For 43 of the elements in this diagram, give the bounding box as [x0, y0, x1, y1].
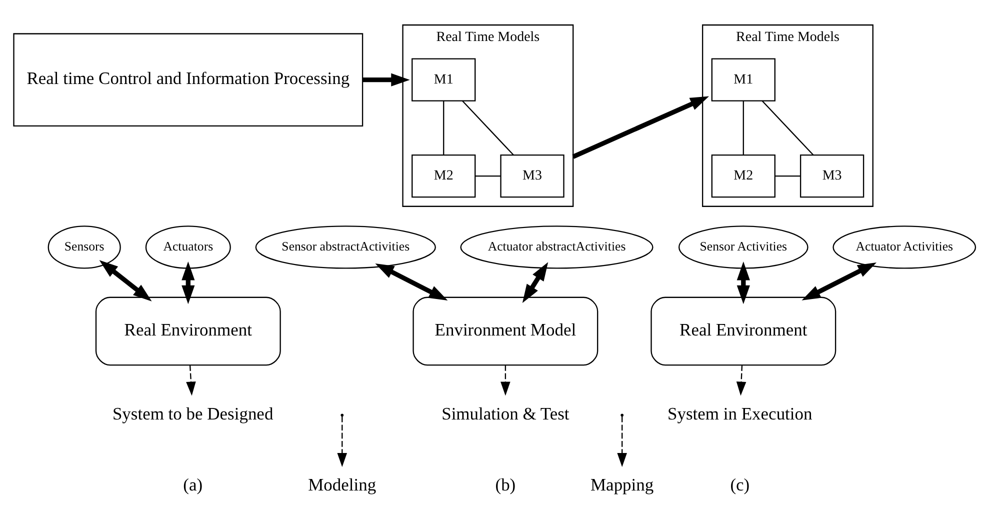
node-box: Real Environment [650, 296, 836, 366]
arrow [186, 364, 196, 396]
node-ellipse: Sensors [47, 225, 120, 268]
arrow [500, 364, 510, 396]
arrow [336, 416, 347, 466]
arrow [522, 262, 548, 303]
node-ellipse: Actuators [144, 225, 230, 268]
connector [474, 174, 500, 176]
node-text: System in Execution [667, 402, 812, 423]
node-box: Real Environment [94, 296, 280, 366]
label: (c) [730, 474, 750, 494]
connector [742, 100, 744, 154]
connector [462, 100, 514, 155]
connector [761, 100, 814, 155]
node-box: M1 [710, 58, 775, 101]
arrow [736, 261, 750, 304]
node-ellipse: Actuator abstractActivities [460, 225, 653, 268]
node-box: Environment Model [412, 296, 598, 366]
label: (a) [182, 474, 202, 494]
arrow [374, 262, 448, 300]
connector [774, 174, 800, 176]
node-text: System to be Designed [112, 402, 273, 423]
node-ellipse: Actuator Activities [832, 225, 976, 268]
arrow [616, 416, 626, 466]
node-box: Real time Control and Information Processing [12, 32, 363, 126]
arrow [572, 96, 709, 158]
node-ellipse: Sensor Activities [678, 225, 808, 268]
node-text: Simulation & Test [441, 402, 569, 423]
arrow [736, 364, 746, 396]
node-box: M1 [411, 58, 476, 101]
node-box: M3 [500, 154, 564, 198]
arrow [98, 260, 152, 301]
arrow [362, 72, 410, 86]
node-text: Mapping [590, 474, 654, 494]
arrow [801, 262, 876, 300]
node-box: M2 [710, 154, 775, 198]
node-ellipse: Sensor abstractActivities [254, 225, 436, 268]
node-text: Modeling [308, 474, 376, 494]
label: (b) [494, 474, 516, 494]
connector [442, 100, 444, 154]
node-box: M3 [799, 154, 864, 198]
arrow [181, 260, 194, 304]
node-box: M2 [411, 154, 476, 198]
